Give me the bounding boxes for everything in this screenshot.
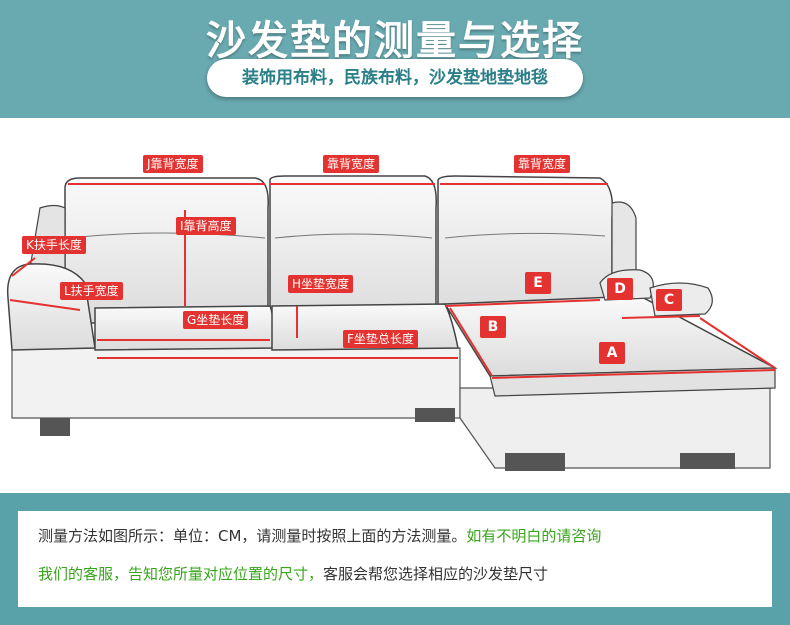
label-l-arm-width: L扶手宽度: [60, 282, 123, 300]
label-back-width-right: 靠背宽度: [514, 155, 571, 173]
label-j-back-width: J靠背宽度: [143, 155, 203, 173]
footer-banner: 测量方法如图所示：单位：CM，请测量时按照上面的方法测量。如有不明白的请咨询 我…: [0, 493, 790, 625]
label-g-seat-length: G坐垫长度: [183, 311, 249, 329]
label-b: B: [480, 316, 506, 338]
instruction-line-2: 我们的客服，告知您所量对应位置的尺寸，客服会帮您选择相应的沙发垫尺寸: [38, 563, 548, 584]
label-d: D: [607, 278, 633, 300]
label-i-back-height: I靠背高度: [176, 217, 236, 235]
instruction-text: 测量方法如图所示：单位：CM，请测量时按照上面的方法测量。: [38, 527, 467, 545]
label-back-width-middle: 靠背宽度: [323, 155, 380, 173]
page-title: 沙发垫的测量与选择: [206, 18, 584, 64]
label-a: A: [599, 342, 625, 364]
instruction-box: 测量方法如图所示：单位：CM，请测量时按照上面的方法测量。如有不明白的请咨询 我…: [18, 511, 772, 607]
instruction-line-1: 测量方法如图所示：单位：CM，请测量时按照上面的方法测量。如有不明白的请咨询: [38, 525, 601, 546]
header-banner: 沙发垫的测量与选择 装饰用布料，民族布料，沙发垫地垫地毯: [0, 0, 790, 118]
instruction-highlight: 我们的客服，告知您所量对应位置的尺寸，: [38, 565, 324, 583]
subtitle-pill: 装饰用布料，民族布料，沙发垫地垫地毯: [207, 59, 583, 97]
label-h-seat-width: H坐垫宽度: [288, 275, 354, 293]
label-f-seat-total-length: F坐垫总长度: [343, 330, 418, 348]
instruction-highlight: 如有不明白的请咨询: [466, 527, 602, 545]
instruction-text: 客服会帮您选择相应的沙发垫尺寸: [323, 565, 549, 583]
label-k-arm-length: K扶手长度: [22, 236, 86, 254]
sofa-diagram: J靠背宽度 靠背宽度 靠背宽度 I靠背高度 K扶手长度 L扶手宽度 H坐垫宽度 …: [0, 118, 790, 493]
label-c: C: [656, 289, 682, 311]
label-e: E: [525, 272, 551, 294]
